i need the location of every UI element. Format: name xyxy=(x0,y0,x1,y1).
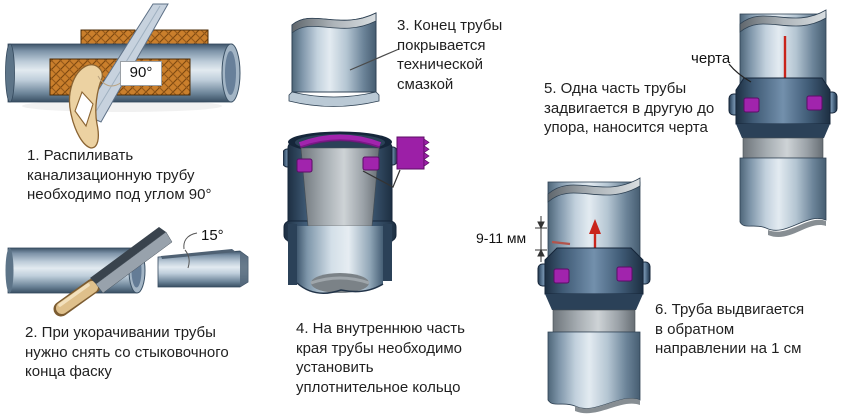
mark-leader-line xyxy=(728,63,752,83)
lower-pipe-graphic xyxy=(547,331,641,414)
step2-illustration-chamfering xyxy=(5,227,249,317)
step1-caption: 1. Распиливать канализационную трубу нео… xyxy=(27,147,212,203)
seal-ring-cross-section-graphic xyxy=(396,136,430,170)
angle-leader-line xyxy=(97,75,123,87)
lower-pipe-graphic xyxy=(739,157,827,238)
saw-angle-label: 90° xyxy=(120,61,162,86)
step6-illustration-pulled-back-pipe xyxy=(535,177,651,414)
mark-label: черта xyxy=(691,50,731,67)
chamfer-angle-label: 15° xyxy=(201,227,224,244)
step5-caption: 5. Одна часть трубы задвигается в другую… xyxy=(544,80,715,136)
step6-caption: 6. Труба выдвигается в обратном направле… xyxy=(655,301,805,357)
gap-dimension-label: 9-11 мм xyxy=(476,230,527,246)
rasp-graphic xyxy=(53,227,173,317)
step3-caption: 3. Конец трубы покрывается технической с… xyxy=(397,17,503,93)
pipe-segment-graphic xyxy=(288,12,380,107)
dimension-bracket-graphic xyxy=(535,216,547,262)
chamfered-pipe-piece-graphic xyxy=(157,249,249,288)
step3-illustration-pipe-end xyxy=(288,12,400,107)
seal-ring-graphic xyxy=(298,134,382,149)
step5-illustration-inserted-pipe xyxy=(728,9,838,238)
seal-ring-lugs-graphic xyxy=(296,156,380,173)
seal-ring-pointer-line xyxy=(362,169,401,188)
socket-collar-graphic xyxy=(537,247,651,333)
chamfer-angle-leader-line xyxy=(183,232,198,269)
socket-lower-interior-graphic xyxy=(288,224,392,294)
step4-caption: 4. На внутреннюю часть края трубы необхо… xyxy=(296,320,465,396)
grease-leader-line xyxy=(349,48,400,71)
step2-caption: 2. При укорачивании трубы нужно снять со… xyxy=(25,324,229,380)
miter-box-back-bar-graphic xyxy=(80,29,209,46)
step4-illustration-seal-ring xyxy=(283,131,430,294)
socket-collar-graphic xyxy=(728,77,838,159)
